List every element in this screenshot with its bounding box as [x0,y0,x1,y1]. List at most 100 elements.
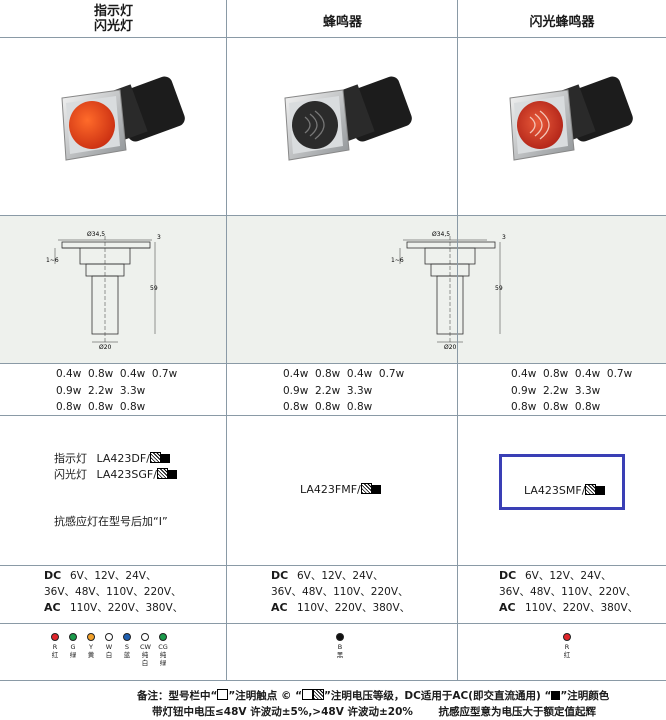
dc-label: DC [499,569,517,582]
blank-square-icon [302,689,314,700]
flash-buzzer-model: LA423SMF/ [524,484,586,497]
flash-buzzer-product-image [458,38,666,215]
voltage-placeholder-icon [156,468,168,479]
buzzer-model-line: LA423FMF/ [300,483,381,496]
wattage-line: 0.8w 0.8w 0.8w [56,401,146,413]
footer-note-line1: 备注：型号栏中“ ”注明触点 © “ ”注明电压等级，DC适用于AC(即交直流通用)… [0,688,666,703]
color-name: 红 [51,651,59,659]
flash-buzzer-model-cell: LA423SMF/ [458,416,666,565]
color-dot-icon [141,633,149,641]
color-dot-icon [563,633,571,641]
footer-text-a: 备注：型号栏中“ [137,690,218,702]
flash-buzzer-wattage: 0.4w 0.8w 0.4w 0.7w 0.9w 2.2w 3.3w 0.8w … [458,364,666,415]
flash-label: 闪光灯 [54,468,87,481]
wattage-line: 0.9w 2.2w 3.3w [511,384,601,397]
wattage-line: 0.4w 0.8w 0.4w 0.7w [511,368,633,380]
color-name: 红 [563,651,571,659]
indicator-wattage: 0.4w 0.8w 0.4w 0.7w 0.9w 2.2w 3.3w 0.8w … [0,364,227,415]
ac-label: AC [499,601,516,614]
buzzer-height-label: 59 [495,285,503,292]
voltage-placeholder-icon [313,689,325,700]
indicator-bottom-diameter-label: Ø20 [99,344,112,351]
color-code: W [105,643,113,651]
dc-values: 6V、12V、24V、 [70,570,157,582]
wattage-line: 0.8w 0.8w 0.8w [283,401,373,413]
dc-values: 6V、12V、24V、 [297,570,384,582]
color-placeholder-icon [160,454,170,463]
indicator-dimension-drawing: Ø34,5 Ø20 59 3 1~6 [0,216,227,363]
dc-values-2: 36V、48V、110V、220V、 [271,586,409,598]
buzzer-top-diameter-label: Ø34,5 [432,231,450,238]
anti-induction-note: 抗感应灯在型号后加“I” [54,515,168,528]
footer-text-d: ”注明颜色 [560,690,610,702]
ac-label: AC [44,601,61,614]
footer-text-c: ”注明电压等级，DC适用于AC(即交直流通用) “ [324,690,552,702]
footer-note-line2: 带灯钮中电压≤48V 许波动±5%,>48V 许波动±20% 抗感应型意为电压大… [152,706,597,718]
flash-model-line: 闪光灯 LA423SGF/ [54,466,177,482]
ac-values: 110V、220V、380V、 [70,602,184,614]
color-dot-icon [336,633,344,641]
dimension-row: Ø34,5 Ø20 59 3 1~6 Ø34,5 Ø20 59 [0,216,666,364]
ac-values: 110V、220V、380V、 [525,602,639,614]
voltage-placeholder-icon [360,483,372,494]
indicator-thickness-label: 3 [157,234,161,241]
color-dot-icon [159,633,167,641]
indicator-model: LA423DF/ [96,452,150,465]
buzzer-thickness-label: 3 [502,234,506,241]
spec-table: 指示灯 闪光灯 蜂鸣器 闪光蜂鸣器 [0,0,666,681]
column-divider [457,0,458,681]
highlight-box [499,454,625,510]
voltage-row: DC 6V、12V、24V、 36V、48V、110V、220V、 AC 110V、… [0,566,666,624]
color-dot-icon [87,633,95,641]
buzzer-panel-range-label: 1~6 [391,257,404,264]
color-dot-icon [123,633,131,641]
buzzer-model: LA423FMF/ [300,483,361,496]
model-row: 指示灯 LA423DF/ 闪光灯 LA423SGF/ 抗感应灯在型号后加“I” … [0,416,666,566]
indicator-label: 指示灯 [54,452,87,465]
voltage-placeholder-icon [585,484,597,495]
dc-values: 6V、12V、24V、 [525,570,612,582]
ac-values: 110V、220V、380V、 [297,602,411,614]
color-dot-icon [51,633,59,641]
indicator-model-cell: 指示灯 LA423DF/ 闪光灯 LA423SGF/ 抗感应灯在型号后加“I” [0,416,227,565]
indicator-top-diameter-label: Ø34,5 [87,231,105,238]
buzzer-bottom-diameter-label: Ø20 [444,344,457,351]
flash-model: LA423SGF/ [96,468,157,481]
indicator-panel-range-label: 1~6 [46,257,59,264]
color-placeholder-icon [371,485,381,494]
color-code: G [70,643,76,651]
indicator-product-image [0,38,227,215]
wattage-line: 0.8w 0.8w 0.8w [511,401,601,413]
buzzer-product-image [227,38,458,215]
color-dot-icon [69,633,77,641]
contact-placeholder-icon [217,689,229,700]
dc-values-2: 36V、48V、110V、220V、 [44,586,182,598]
color-placeholder-icon [167,470,177,479]
footer-text-b: ”注明触点 © “ [228,690,303,702]
color-code: Y [89,643,93,651]
color-code: R [52,643,58,651]
buzzer-dimension-drawing: Ø34,5 Ø20 59 3 1~6 [227,216,506,363]
color-code: CG [158,643,168,651]
buzzer-wattage: 0.4w 0.8w 0.4w 0.7w 0.9w 2.2w 3.3w 0.8w … [227,364,458,415]
header-row: 指示灯 闪光灯 蜂鸣器 闪光蜂鸣器 [0,0,666,38]
color-name: 绿 [69,651,77,659]
header-indicator: 指示灯 闪光灯 [0,0,227,37]
column-divider [226,0,227,681]
color-dot-icon [105,633,113,641]
ac-label: AC [271,601,288,614]
wattage-row: 0.4w 0.8w 0.4w 0.7w 0.9w 2.2w 3.3w 0.8w … [0,364,666,416]
color-name: 黑 [336,651,344,659]
